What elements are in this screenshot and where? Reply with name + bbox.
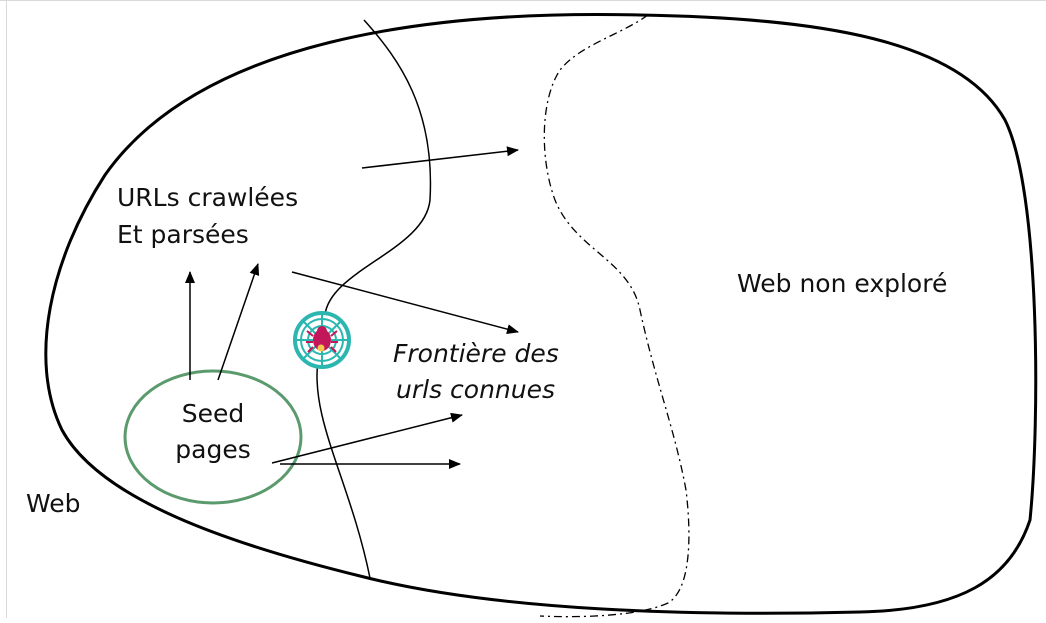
arrow-crawled-to-frontier [291,271,519,335]
frame-left-border [6,0,7,618]
crawl-frontier-curve-upper [324,19,432,316]
web-boundary [44,13,1038,615]
crawled-urls-label-line2: Et parsées [117,220,249,249]
seed-pages-circle [123,369,303,505]
frame-top-border [0,0,1046,1]
arrow-seed-up-2 [217,263,260,381]
seed-pages-label-line2: pages [175,435,250,464]
arrow-to-unexplored-top [361,146,519,169]
web-label: Web [26,489,81,518]
crawl-frontier-curve-lower [316,359,371,579]
frontier-label-line2: urls connues [396,375,555,404]
arrow-seed-to-frontier-1 [271,412,463,464]
unexplored-boundary-dashdot [539,14,690,618]
spider-on-web-icon [293,311,351,369]
unexplored-web-label: Web non exploré [737,269,947,298]
crawled-urls-label-line1: URLs crawlées [117,183,298,212]
frontier-label-line1: Frontière des [393,339,559,368]
seed-pages-label-line1: Seed [182,399,245,428]
